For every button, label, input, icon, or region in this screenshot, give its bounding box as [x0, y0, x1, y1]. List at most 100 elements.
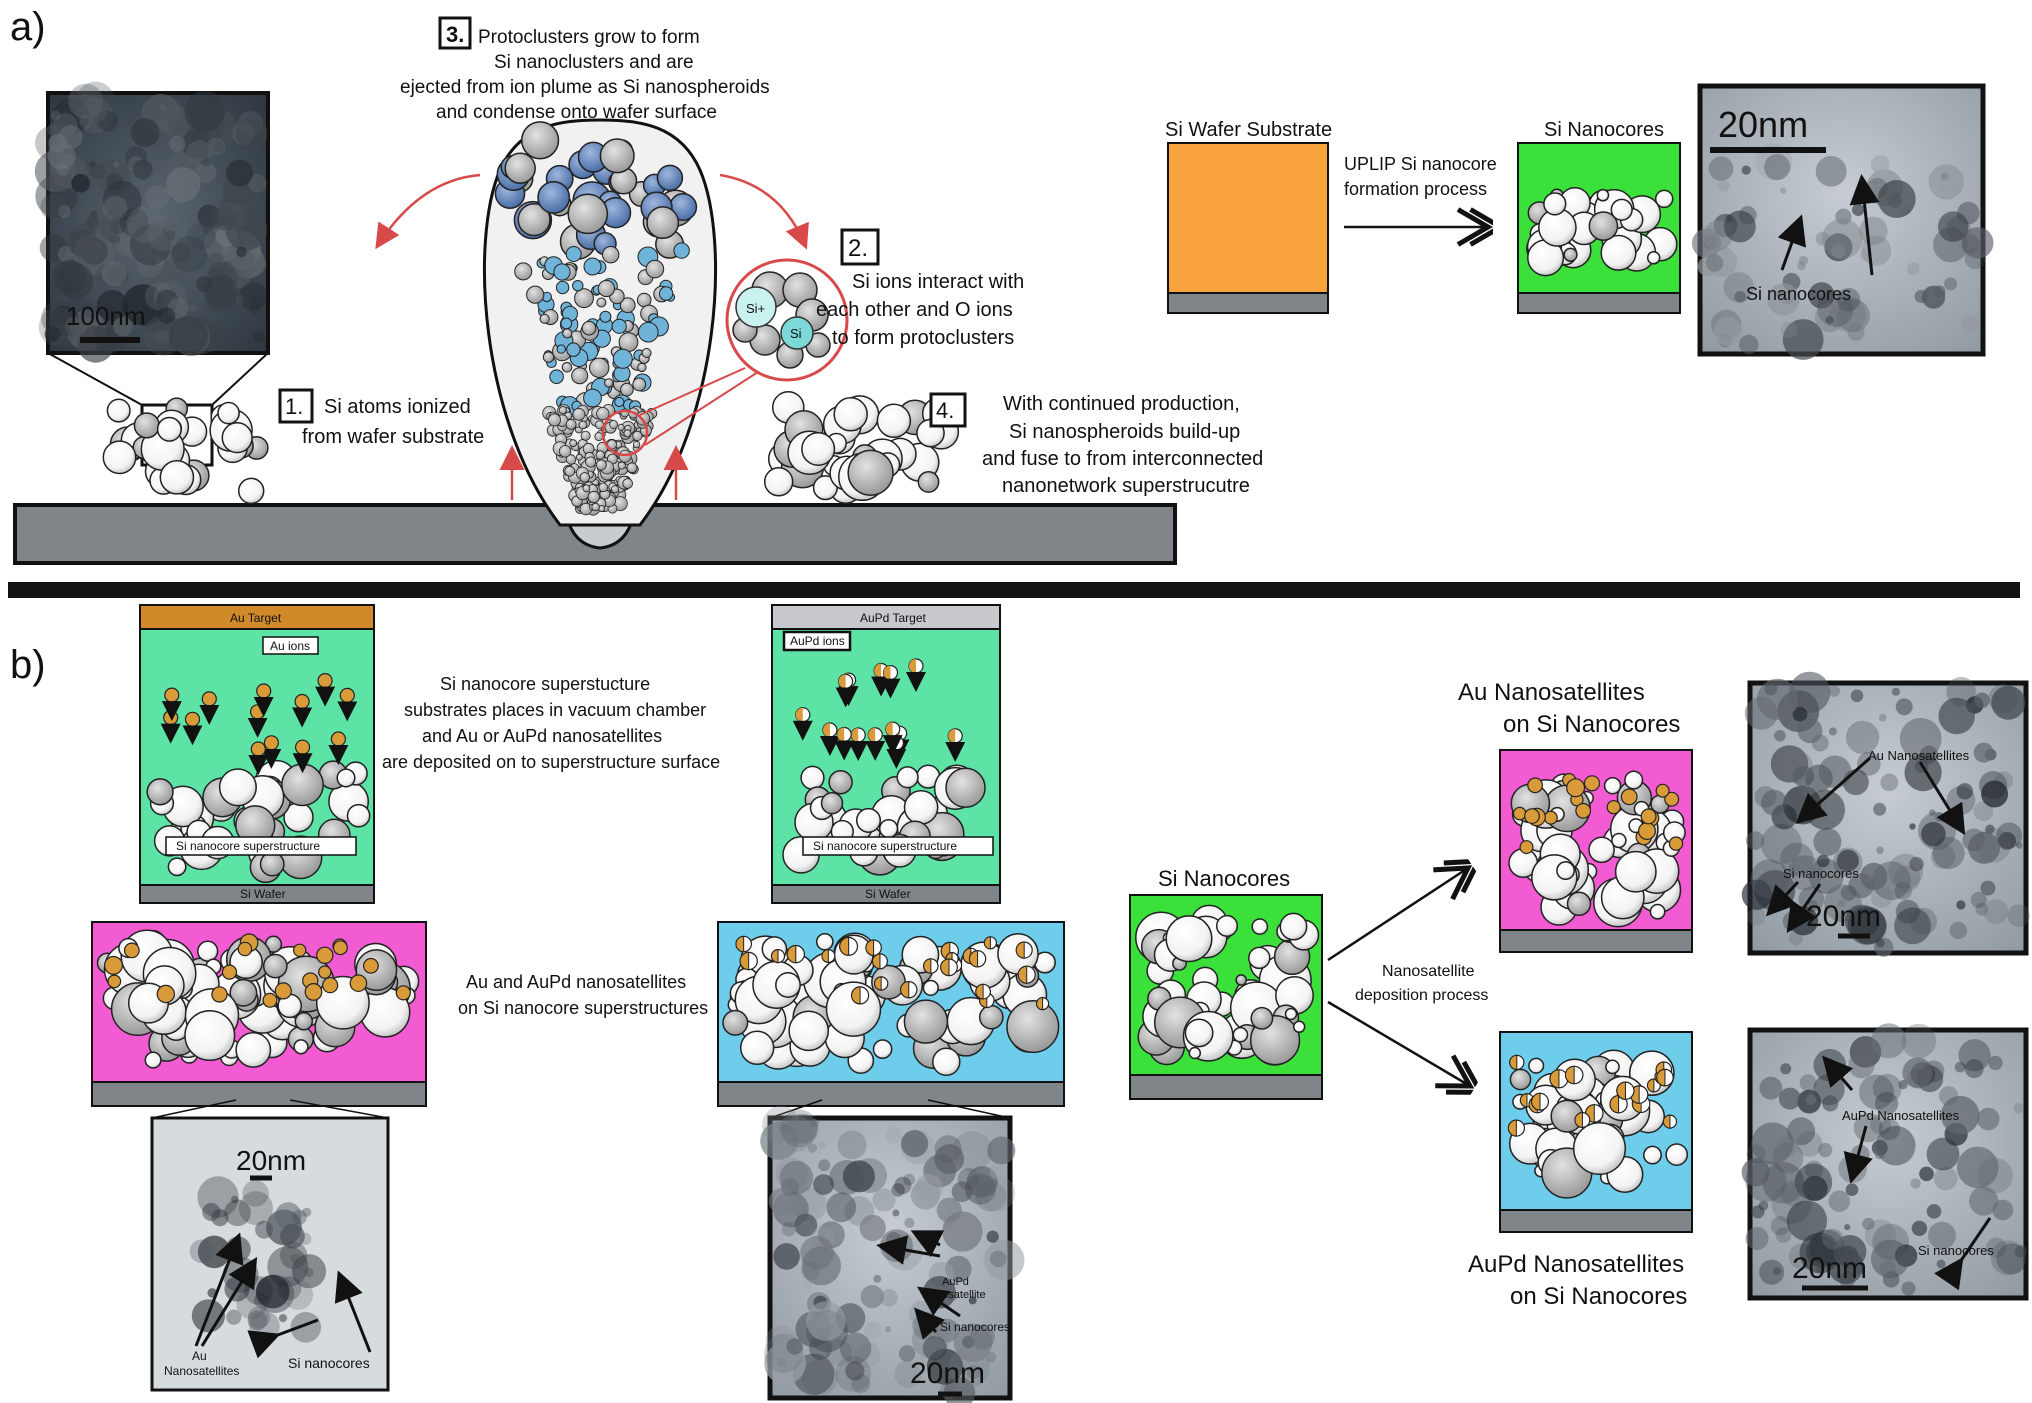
tem-grain — [1747, 907, 1766, 926]
tem-grain — [1835, 208, 1852, 225]
au-zoom-line-left — [151, 1099, 237, 1119]
tem-grain — [1878, 713, 1887, 722]
si-nanosphere — [294, 1012, 314, 1031]
tem-grain — [969, 1324, 995, 1350]
tem-grain — [826, 1192, 857, 1223]
tem-grain — [1940, 172, 1949, 181]
si-nanosphere — [1611, 832, 1627, 849]
tem-grain — [58, 125, 83, 149]
tem-grain — [1840, 885, 1857, 901]
tem-grain — [806, 1301, 846, 1341]
plume-particle — [539, 313, 550, 324]
tem-grain — [1901, 1023, 1936, 1059]
tem-grain — [280, 1223, 305, 1249]
tem-grain — [1780, 750, 1813, 784]
tem-aupd-right-label-si: Si nanocores — [1918, 1243, 1994, 1258]
step2-box — [840, 228, 880, 266]
si-atom — [564, 465, 576, 477]
step3-line2: Si nanoclusters and are — [494, 52, 694, 73]
tem-aupd-right-texture — [1741, 1023, 2028, 1296]
tem-grain — [1936, 1259, 1946, 1269]
plume-particle — [604, 378, 614, 388]
step4-line4: nanonetwork superstrucutre — [1002, 475, 1250, 497]
aupd-nanosatellite-half — [1507, 1119, 1517, 1137]
aupd-superstructure-box — [802, 836, 994, 856]
au-nanosatellite — [1527, 777, 1543, 794]
au-ion — [201, 691, 217, 707]
tem-grain — [1867, 177, 1888, 199]
tem-grain — [1911, 1220, 1928, 1237]
tem-grain — [942, 1211, 983, 1252]
aupd-ion-half — [851, 728, 859, 743]
si-nanosphere — [197, 940, 219, 962]
tem-grain — [835, 1355, 872, 1392]
si-nanosphere — [896, 766, 919, 789]
step3-line3: ejected from ion plume as Si nanospheroi… — [400, 77, 770, 98]
tem-grain — [2015, 841, 2023, 849]
tem-au-label-1: Au — [192, 1349, 207, 1363]
tem-grain — [1745, 1160, 1787, 1202]
tem-grain — [1734, 291, 1746, 303]
aupd-nanosatellite-half — [1519, 1093, 1528, 1108]
si-nanosphere — [815, 932, 834, 951]
au-wafer — [139, 884, 375, 904]
ejection-arrow-left — [375, 173, 481, 250]
au-ion — [250, 704, 266, 720]
aupd-wafer-label: Si Wafer — [865, 887, 911, 901]
si-atom — [611, 485, 620, 494]
tem-grain — [1991, 685, 2026, 720]
si-atom — [572, 407, 586, 421]
plume-particle — [658, 286, 674, 301]
tem-grain — [122, 284, 164, 326]
panel-a-label: a) — [10, 5, 46, 49]
tem-grain — [1831, 243, 1846, 259]
tem-grain — [147, 219, 180, 252]
tem-grain — [1859, 1074, 1894, 1110]
aupd-ions-box — [782, 630, 852, 652]
au-nanosatellite — [1620, 788, 1638, 806]
au-nanosatellite — [395, 985, 411, 1001]
tem-grain — [1970, 891, 1987, 909]
tem-grain — [1836, 849, 1859, 872]
si-nanosphere — [1566, 891, 1592, 917]
aupd-nanosatellite-half — [1646, 1078, 1655, 1093]
tem-grain — [236, 246, 247, 258]
tem-grain — [1786, 1200, 1828, 1241]
tem-grain — [894, 1360, 922, 1388]
tem-grain — [989, 1250, 1007, 1268]
tem-grain — [58, 205, 71, 218]
aupd-ion-half — [837, 727, 845, 742]
tem-grain — [110, 217, 127, 234]
tem-grain — [891, 1183, 905, 1197]
tem-grain — [1774, 729, 1786, 742]
tem-grain — [1860, 862, 1888, 891]
plume-particle — [565, 246, 582, 262]
tem-grain — [1761, 823, 1802, 865]
tem-grain — [255, 1274, 290, 1309]
tem-grain — [1981, 780, 2009, 808]
au-nanosatellite — [123, 942, 140, 959]
tem-grain — [885, 1126, 902, 1144]
si-nanosphere — [722, 1009, 749, 1036]
tem2-arrow-1 — [1777, 214, 1806, 271]
tem-grain — [800, 1236, 834, 1270]
tem-grain — [966, 1166, 998, 1198]
tem-grain — [101, 260, 128, 287]
aupd-result-spheres — [1507, 1049, 1689, 1199]
tem-grain — [986, 1230, 999, 1243]
aupd-result-base — [1499, 1209, 1693, 1233]
deposition-line1: Nanosatellite — [1382, 963, 1475, 980]
tem-grain — [201, 157, 211, 167]
tem-grain — [1773, 1267, 1781, 1275]
plume-particle — [673, 242, 690, 259]
protocluster — [656, 164, 684, 192]
tem-grain — [238, 110, 264, 136]
tem-grain — [1808, 282, 1835, 309]
aupd-nanosatellite-half — [865, 939, 875, 956]
tem-grain — [113, 161, 120, 168]
tem-grain — [1780, 187, 1787, 194]
tem-grain — [1836, 287, 1861, 312]
tem-grain — [1901, 1281, 1916, 1296]
tem-grain — [88, 161, 96, 168]
tem-aupd-right-arrow-1 — [1822, 1055, 1854, 1091]
